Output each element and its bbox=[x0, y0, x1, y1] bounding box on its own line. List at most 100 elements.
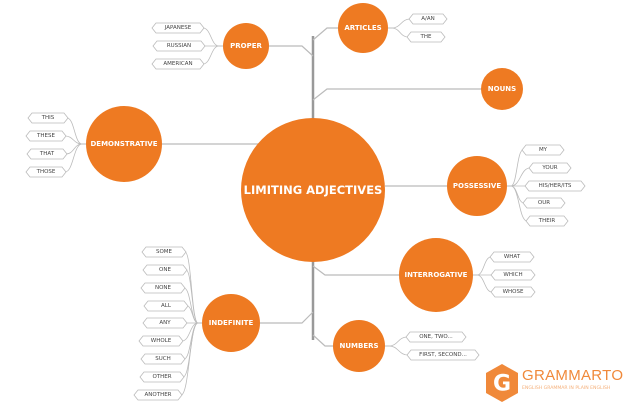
branch-circle bbox=[202, 294, 260, 352]
leaf-shape bbox=[140, 353, 186, 365]
branch-label: DEMONSTRATIVE bbox=[90, 140, 157, 148]
leaf-whole: WHOLE bbox=[138, 335, 184, 347]
branch-label: ARTICLES bbox=[344, 24, 381, 32]
leaf-shape bbox=[406, 31, 446, 43]
leaf-shape bbox=[143, 300, 189, 312]
branch-label: NOUNS bbox=[488, 85, 516, 93]
branch-label: POSSESSIVE bbox=[453, 182, 501, 190]
branch-label: INDEFINITE bbox=[209, 319, 254, 327]
leaf-label: WHOLE bbox=[151, 338, 172, 344]
leaf-shape bbox=[525, 215, 569, 227]
branch-label: NUMBERS bbox=[339, 342, 378, 350]
leaf-label: THOSE bbox=[36, 169, 56, 175]
leaf-shape bbox=[140, 282, 186, 294]
leaf-shape bbox=[406, 349, 480, 361]
leaf-connector bbox=[185, 269, 202, 324]
leaf-which: WHICH bbox=[490, 269, 536, 281]
leaf-this: THIS bbox=[27, 112, 69, 124]
leaf-label: OUR bbox=[538, 200, 550, 206]
center-node: LIMITING ADJECTIVES bbox=[241, 118, 385, 262]
branch-node-nouns: NOUNS bbox=[481, 68, 523, 110]
leaf-connector bbox=[507, 185, 525, 204]
leaf-none: NONE bbox=[140, 282, 186, 294]
leaf-shape bbox=[489, 251, 535, 263]
branch-node-proper: PROPER bbox=[223, 23, 269, 69]
leaf-label: RUSSIAN bbox=[167, 43, 191, 49]
leaf-label: THEIR bbox=[538, 218, 556, 224]
leaf-a-an: A/AN bbox=[408, 13, 448, 25]
leaf-one-two: ONE, TWO... bbox=[405, 331, 467, 343]
leaf-shape bbox=[405, 331, 467, 343]
leaf-connector bbox=[473, 256, 492, 276]
leaf-label: ALL bbox=[161, 303, 172, 309]
leaf-shape bbox=[142, 264, 188, 276]
leaf-first-second: FIRST, SECOND... bbox=[406, 349, 480, 361]
leaf-your: YOUR bbox=[528, 162, 572, 174]
leaf-whose: WHOSE bbox=[490, 286, 536, 298]
leaf-label: ANY bbox=[159, 320, 171, 326]
leaf-connector bbox=[64, 143, 86, 173]
branch-node-interrogative: INTERROGATIVE bbox=[399, 238, 473, 312]
leaf-another: ANOTHER bbox=[133, 389, 183, 401]
branch-node-demonstrative: DEMONSTRATIVE bbox=[86, 106, 162, 182]
leaf-connector bbox=[202, 45, 223, 65]
leaf-one: ONE bbox=[142, 264, 188, 276]
svg-text:G: G bbox=[493, 372, 511, 397]
leaf-my: MY bbox=[521, 144, 565, 156]
leaf-connector bbox=[184, 251, 202, 324]
branch-node-articles: ARTICLES bbox=[338, 3, 388, 53]
hexagon-g-icon: G bbox=[486, 364, 518, 402]
leaf-shape bbox=[151, 22, 205, 34]
center-label: LIMITING ADJECTIVES bbox=[244, 183, 383, 197]
branch-circle bbox=[481, 68, 523, 110]
leaf-shape bbox=[139, 371, 185, 383]
leaf-the: THE bbox=[406, 31, 446, 43]
leaf-connector bbox=[66, 117, 86, 145]
leaf-connector bbox=[385, 345, 409, 356]
leaf-shape bbox=[521, 144, 565, 156]
leaf-shape bbox=[27, 112, 69, 124]
leaf-connector bbox=[182, 322, 202, 378]
leaf-other: OTHER bbox=[139, 371, 185, 383]
leaf-all: ALL bbox=[143, 300, 189, 312]
leaf-label: HIS/HER/ITS bbox=[539, 183, 572, 189]
leaf-label: OTHER bbox=[152, 374, 171, 380]
leaf-those: THOSE bbox=[25, 166, 67, 178]
leaf-label: JAPANESE bbox=[164, 25, 192, 31]
leaf-label: FIRST, SECOND... bbox=[419, 352, 467, 358]
leaf-label: YOUR bbox=[541, 165, 557, 171]
branch-node-numbers: NUMBERS bbox=[333, 320, 385, 372]
leaf-connector bbox=[64, 135, 86, 145]
leaf-any: ANY bbox=[142, 317, 188, 329]
leaf-label: ONE, TWO... bbox=[419, 334, 453, 340]
branch-circle bbox=[223, 23, 269, 69]
branch-circle bbox=[338, 3, 388, 53]
leaf-shape bbox=[142, 317, 188, 329]
logo-name: GRAMMARTOP bbox=[522, 367, 624, 384]
leaf-label: AMERICAN bbox=[163, 61, 192, 67]
leaf-these: THESE bbox=[25, 130, 67, 142]
branch-circle bbox=[399, 238, 473, 312]
logo-tagline: ENGLISH GRAMMAR IN PLAIN ENGLISH bbox=[522, 386, 611, 391]
leaf-shape bbox=[26, 148, 68, 160]
leaf-shape bbox=[25, 130, 67, 142]
leaf-connector bbox=[385, 336, 408, 347]
leaf-japanese: JAPANESE bbox=[151, 22, 205, 34]
leaf-label: NONE bbox=[155, 285, 172, 291]
connector-nouns bbox=[312, 88, 502, 101]
leaf-his-her-its: HIS/HER/ITS bbox=[524, 180, 586, 192]
leaf-label: SUCH bbox=[155, 356, 171, 362]
leaf-shape bbox=[152, 40, 206, 52]
leaf-shape bbox=[141, 246, 187, 258]
leaf-connector bbox=[507, 149, 524, 187]
branch-label: PROPER bbox=[230, 42, 262, 50]
branch-node-indefinite: INDEFINITE bbox=[202, 294, 260, 352]
leaf-connector bbox=[473, 274, 493, 293]
leaf-label: THAT bbox=[39, 151, 55, 157]
leaf-connector bbox=[507, 167, 531, 187]
leaf-such: SUCH bbox=[140, 353, 186, 365]
branch-circle bbox=[447, 156, 507, 216]
center-circle bbox=[241, 118, 385, 262]
